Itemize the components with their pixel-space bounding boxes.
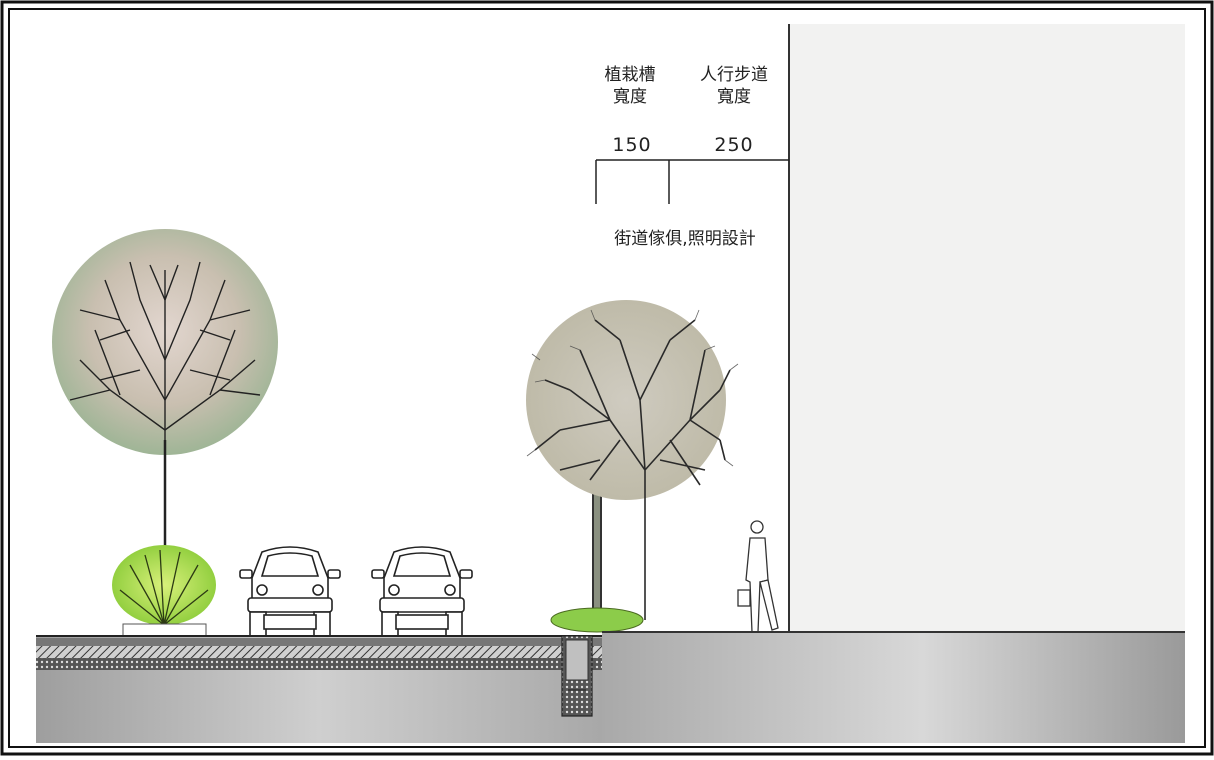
road-section [36, 635, 602, 743]
inner-frame [8, 8, 1206, 748]
car-2 [371, 546, 473, 637]
left-shrub [112, 545, 216, 639]
left-tree [52, 229, 278, 620]
planter-width-label-line2: 寬度 [613, 87, 647, 107]
tree-pit [561, 635, 593, 717]
furniture-lighting-label: 街道傢俱,照明設計 [614, 229, 756, 249]
car-1 [239, 546, 341, 637]
building-facade [789, 24, 1185, 636]
sidewalk-dimension: 250 [714, 134, 754, 156]
hedge [550, 607, 644, 633]
sidewalk-width-label-line2: 寬度 [717, 87, 751, 107]
right-tree [526, 300, 739, 620]
planter-width-label-line1: 植栽槽 [604, 65, 656, 85]
planter-width-label: 植栽槽 寬度 [590, 64, 670, 108]
pedestrian [737, 520, 779, 633]
planter-dimension: 150 [612, 134, 652, 156]
sidewalk-width-label-line1: 人行步道 [700, 65, 768, 85]
dimension-lines [595, 159, 789, 204]
sidewalk-section [602, 631, 1185, 743]
sidewalk-width-label: 人行步道 寬度 [684, 64, 784, 108]
